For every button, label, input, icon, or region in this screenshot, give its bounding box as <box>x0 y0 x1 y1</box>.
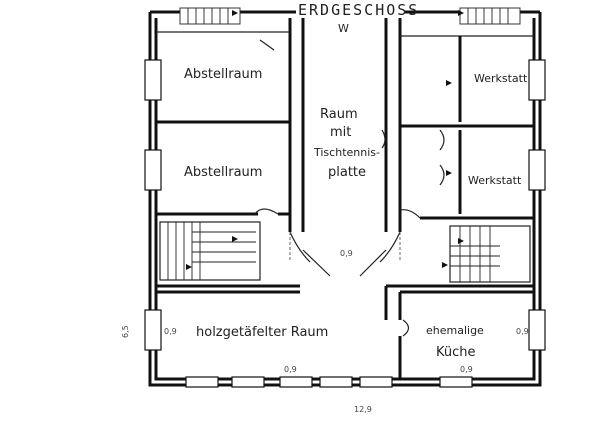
room-label-werkstatt-top: Werkstatt <box>474 72 528 85</box>
room-label-raum-line-1: Raum <box>320 107 358 122</box>
stairs-left <box>159 221 261 281</box>
room-label-kueche-line-2: Küche <box>436 345 476 360</box>
dimension-bottom: 12,9 <box>354 405 372 414</box>
corridor-walls <box>156 18 534 232</box>
dimension-left: 6,5 <box>121 325 130 338</box>
dimension-door-bottom-1: 0,9 <box>284 365 297 374</box>
room-label-raum-line-3: Tischtennis- <box>313 146 380 159</box>
light-switch-markers <box>186 10 464 270</box>
dimension-door-right: 0,9 <box>516 327 529 336</box>
room-label-holzgetaefelter-raum: holzgetäfelter Raum <box>196 325 328 340</box>
direction-marker: W <box>338 22 349 35</box>
room-label-werkstatt-bottom: Werkstatt <box>468 174 522 187</box>
dimension-door-center: 0,9 <box>340 249 353 258</box>
dimension-door-bottom-2: 0,9 <box>460 365 473 374</box>
room-label-abstellraum-bottom: Abstellraum <box>184 165 262 180</box>
room-label-raum-line-4: platte <box>328 165 366 180</box>
room-label-raum-line-2: mit <box>330 125 351 140</box>
door-swings <box>254 39 445 337</box>
dimension-door-left: 0,9 <box>164 327 177 336</box>
room-label-kueche-line-1: ehemalige <box>426 324 484 337</box>
room-label-abstellraum-top: Abstellraum <box>184 67 262 82</box>
stairs-right <box>449 225 531 283</box>
lower-walls <box>156 284 534 379</box>
left-windows <box>144 59 546 351</box>
bottom-windows <box>185 376 473 388</box>
top-windows <box>179 7 521 25</box>
floor-title: ERDGESCHOSS <box>298 1 419 19</box>
